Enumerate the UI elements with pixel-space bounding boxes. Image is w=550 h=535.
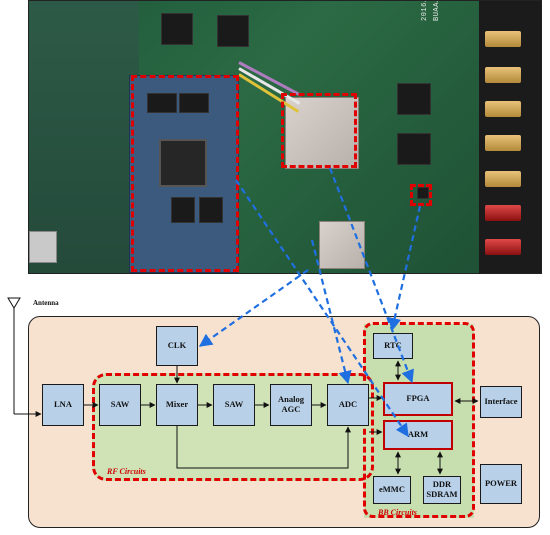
antenna-label: Antenna bbox=[33, 299, 59, 307]
ic-chip bbox=[397, 133, 431, 165]
ic-chip bbox=[161, 13, 193, 45]
sma-connector-icon bbox=[485, 101, 521, 117]
pcb-left-area bbox=[29, 1, 139, 273]
ddr-sdram-block: DDR SDRAM bbox=[423, 476, 461, 504]
sma-connector-icon bbox=[485, 239, 521, 255]
interface-block: Interface bbox=[480, 386, 522, 418]
adc-mapping-arrow bbox=[310, 239, 352, 385]
bb-zone-label: BB Circuits bbox=[378, 508, 417, 517]
ddr-line-1: DDR bbox=[432, 479, 452, 490]
adc-block: ADC bbox=[327, 384, 369, 426]
rf-zone-label: RF Circuits bbox=[107, 467, 146, 476]
ic-chip bbox=[397, 83, 431, 115]
rtc-chip bbox=[417, 187, 429, 199]
lna-block: LNA bbox=[42, 384, 84, 426]
sma-connector-icon bbox=[485, 31, 521, 47]
arm-highlight-box bbox=[131, 75, 239, 272]
sma-connector-icon bbox=[485, 171, 521, 187]
power-block: POWER bbox=[480, 464, 522, 504]
sma-connector-icon bbox=[485, 135, 521, 151]
sma-connector-icon bbox=[485, 205, 521, 221]
fpga-mapping-arrow bbox=[328, 167, 414, 384]
agc-line-1: Analog bbox=[278, 394, 304, 405]
saw-block-2: SAW bbox=[213, 384, 255, 426]
rf-frontend-chip bbox=[319, 221, 365, 269]
memory-chip bbox=[147, 93, 177, 113]
analog-agc-block: Analog AGC bbox=[270, 384, 312, 426]
rtc-mapping-arrow bbox=[388, 205, 422, 332]
fpga-highlight-box bbox=[281, 93, 357, 168]
antenna-icon bbox=[7, 297, 21, 414]
memory-chip bbox=[179, 93, 209, 113]
hardware-photo: BUAA/EE/F434 2016/07/08 bbox=[28, 0, 542, 274]
ic-chip bbox=[217, 15, 249, 47]
agc-line-2: AGC bbox=[281, 404, 301, 414]
clk-mapping-arrow bbox=[198, 269, 309, 347]
memory-chip bbox=[199, 197, 223, 223]
mixer-block: Mixer bbox=[156, 384, 198, 426]
rtc-highlight-box bbox=[410, 184, 432, 206]
arm-mapping-arrow bbox=[235, 179, 409, 438]
rtc-block: RTC bbox=[373, 333, 413, 359]
ethernet-port-icon bbox=[29, 231, 57, 263]
memory-chip bbox=[171, 197, 195, 223]
emmc-block: eMMC bbox=[373, 476, 411, 504]
rf-zone-border bbox=[92, 373, 374, 481]
ddr-line-2: SDRAM bbox=[426, 489, 458, 499]
saw-block-1: SAW bbox=[99, 384, 141, 426]
clk-block: CLK bbox=[156, 326, 198, 366]
arm-processor-chip bbox=[159, 139, 207, 187]
arm-block: ARM bbox=[383, 420, 453, 450]
sma-connector-icon bbox=[485, 67, 521, 83]
mixer-to-adc-feedback bbox=[176, 426, 351, 469]
